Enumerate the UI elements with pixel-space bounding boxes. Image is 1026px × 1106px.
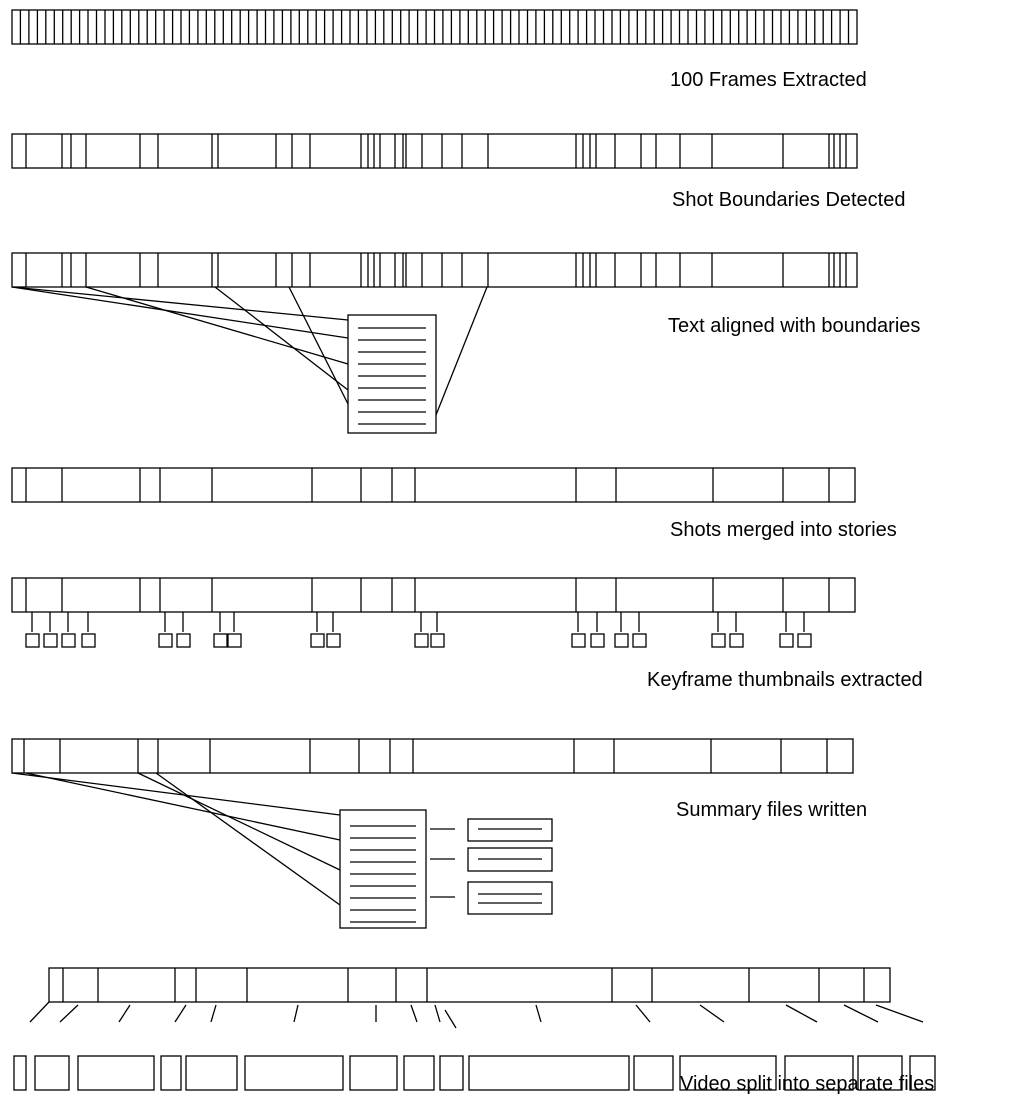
story-boundary-lines	[25, 468, 830, 502]
keyframe-thumbnail	[310, 633, 325, 648]
keyframe-bar	[11, 577, 856, 613]
split-video-file	[349, 1055, 398, 1091]
split-video-file	[160, 1055, 182, 1091]
transcript-document-icon	[347, 314, 437, 434]
keyframe-thumbnail	[213, 633, 228, 648]
keyframe-thumbnail	[414, 633, 429, 648]
keyframe-thumbnail	[614, 633, 629, 648]
caption-text-aligned: Text aligned with boundaries	[668, 315, 920, 337]
step-keyframes: Keyframe thumbnails extracted	[11, 577, 923, 691]
step-text-aligned: Text aligned with boundaries	[11, 252, 920, 434]
keyframe-thumbnail	[571, 633, 586, 648]
story-boundary-lines	[25, 578, 830, 612]
split-video-file	[77, 1055, 155, 1091]
keyframe-thumbnail	[326, 633, 341, 648]
keyframe-thumbnail	[25, 633, 40, 648]
caption-summary-files: Summary files written	[676, 799, 867, 821]
caption-shot-boundaries: Shot Boundaries Detected	[672, 189, 906, 211]
split-video-file	[244, 1055, 344, 1091]
split-video-file	[784, 1055, 854, 1091]
keyframe-thumbnail	[632, 633, 647, 648]
split-video-file	[468, 1055, 630, 1091]
split-video-file	[34, 1055, 70, 1091]
summary-file-icons	[430, 818, 553, 915]
split-video-file-icons	[13, 1001, 936, 1091]
caption-frames-extracted: 100 Frames Extracted	[670, 69, 867, 91]
split-bar	[48, 967, 891, 1003]
summary-connector-lines	[11, 772, 341, 906]
split-video-file	[857, 1055, 903, 1091]
caption-shots-merged: Shots merged into stories	[670, 519, 897, 541]
keyframe-thumbnail	[711, 633, 726, 648]
aligned-bar	[11, 252, 858, 288]
split-video-file	[633, 1055, 674, 1091]
keyframe-thumbnail	[779, 633, 794, 648]
keyframe-thumbnail	[81, 633, 96, 648]
keyframe-thumbnail	[590, 633, 605, 648]
step-summary-files: Summary files written	[11, 738, 867, 929]
alignment-connector-lines	[11, 286, 488, 416]
keyframe-thumbnail	[227, 633, 242, 648]
story-boundary-lines	[23, 739, 828, 773]
keyframe-thumbnail	[430, 633, 445, 648]
step-frames-extracted: 100 Frames Extracted	[11, 9, 867, 91]
keyframe-thumbnail	[797, 633, 812, 648]
split-video-file	[13, 1055, 27, 1091]
summary-document-icon	[339, 809, 427, 929]
shot-boundary-lines	[25, 253, 847, 287]
story-boundary-lines	[62, 968, 865, 1002]
split-video-file	[185, 1055, 238, 1091]
keyframe-thumbnail	[176, 633, 191, 648]
keyframe-thumbnail	[43, 633, 58, 648]
shots-bar	[11, 133, 858, 169]
split-video-file	[909, 1055, 936, 1091]
split-video-file	[439, 1055, 464, 1091]
stories-bar	[11, 467, 856, 503]
split-video-file	[679, 1055, 777, 1091]
keyframe-thumbnail	[729, 633, 744, 648]
keyframe-thumbnail	[61, 633, 76, 648]
keyframe-thumbnail	[158, 633, 173, 648]
step-shot-boundaries: Shot Boundaries Detected	[11, 133, 906, 211]
frame-tick-marks	[19, 10, 850, 44]
caption-video-split: Video split into separate files	[680, 1073, 934, 1095]
step-video-split: Video split into separate files	[13, 967, 936, 1095]
shot-boundary-lines	[25, 134, 847, 168]
summary-bar	[11, 738, 854, 774]
caption-keyframes: Keyframe thumbnails extracted	[647, 669, 923, 691]
keyframe-thumbnail-icons	[25, 612, 812, 648]
step-shots-merged: Shots merged into stories	[11, 467, 897, 541]
split-video-file	[403, 1055, 435, 1091]
